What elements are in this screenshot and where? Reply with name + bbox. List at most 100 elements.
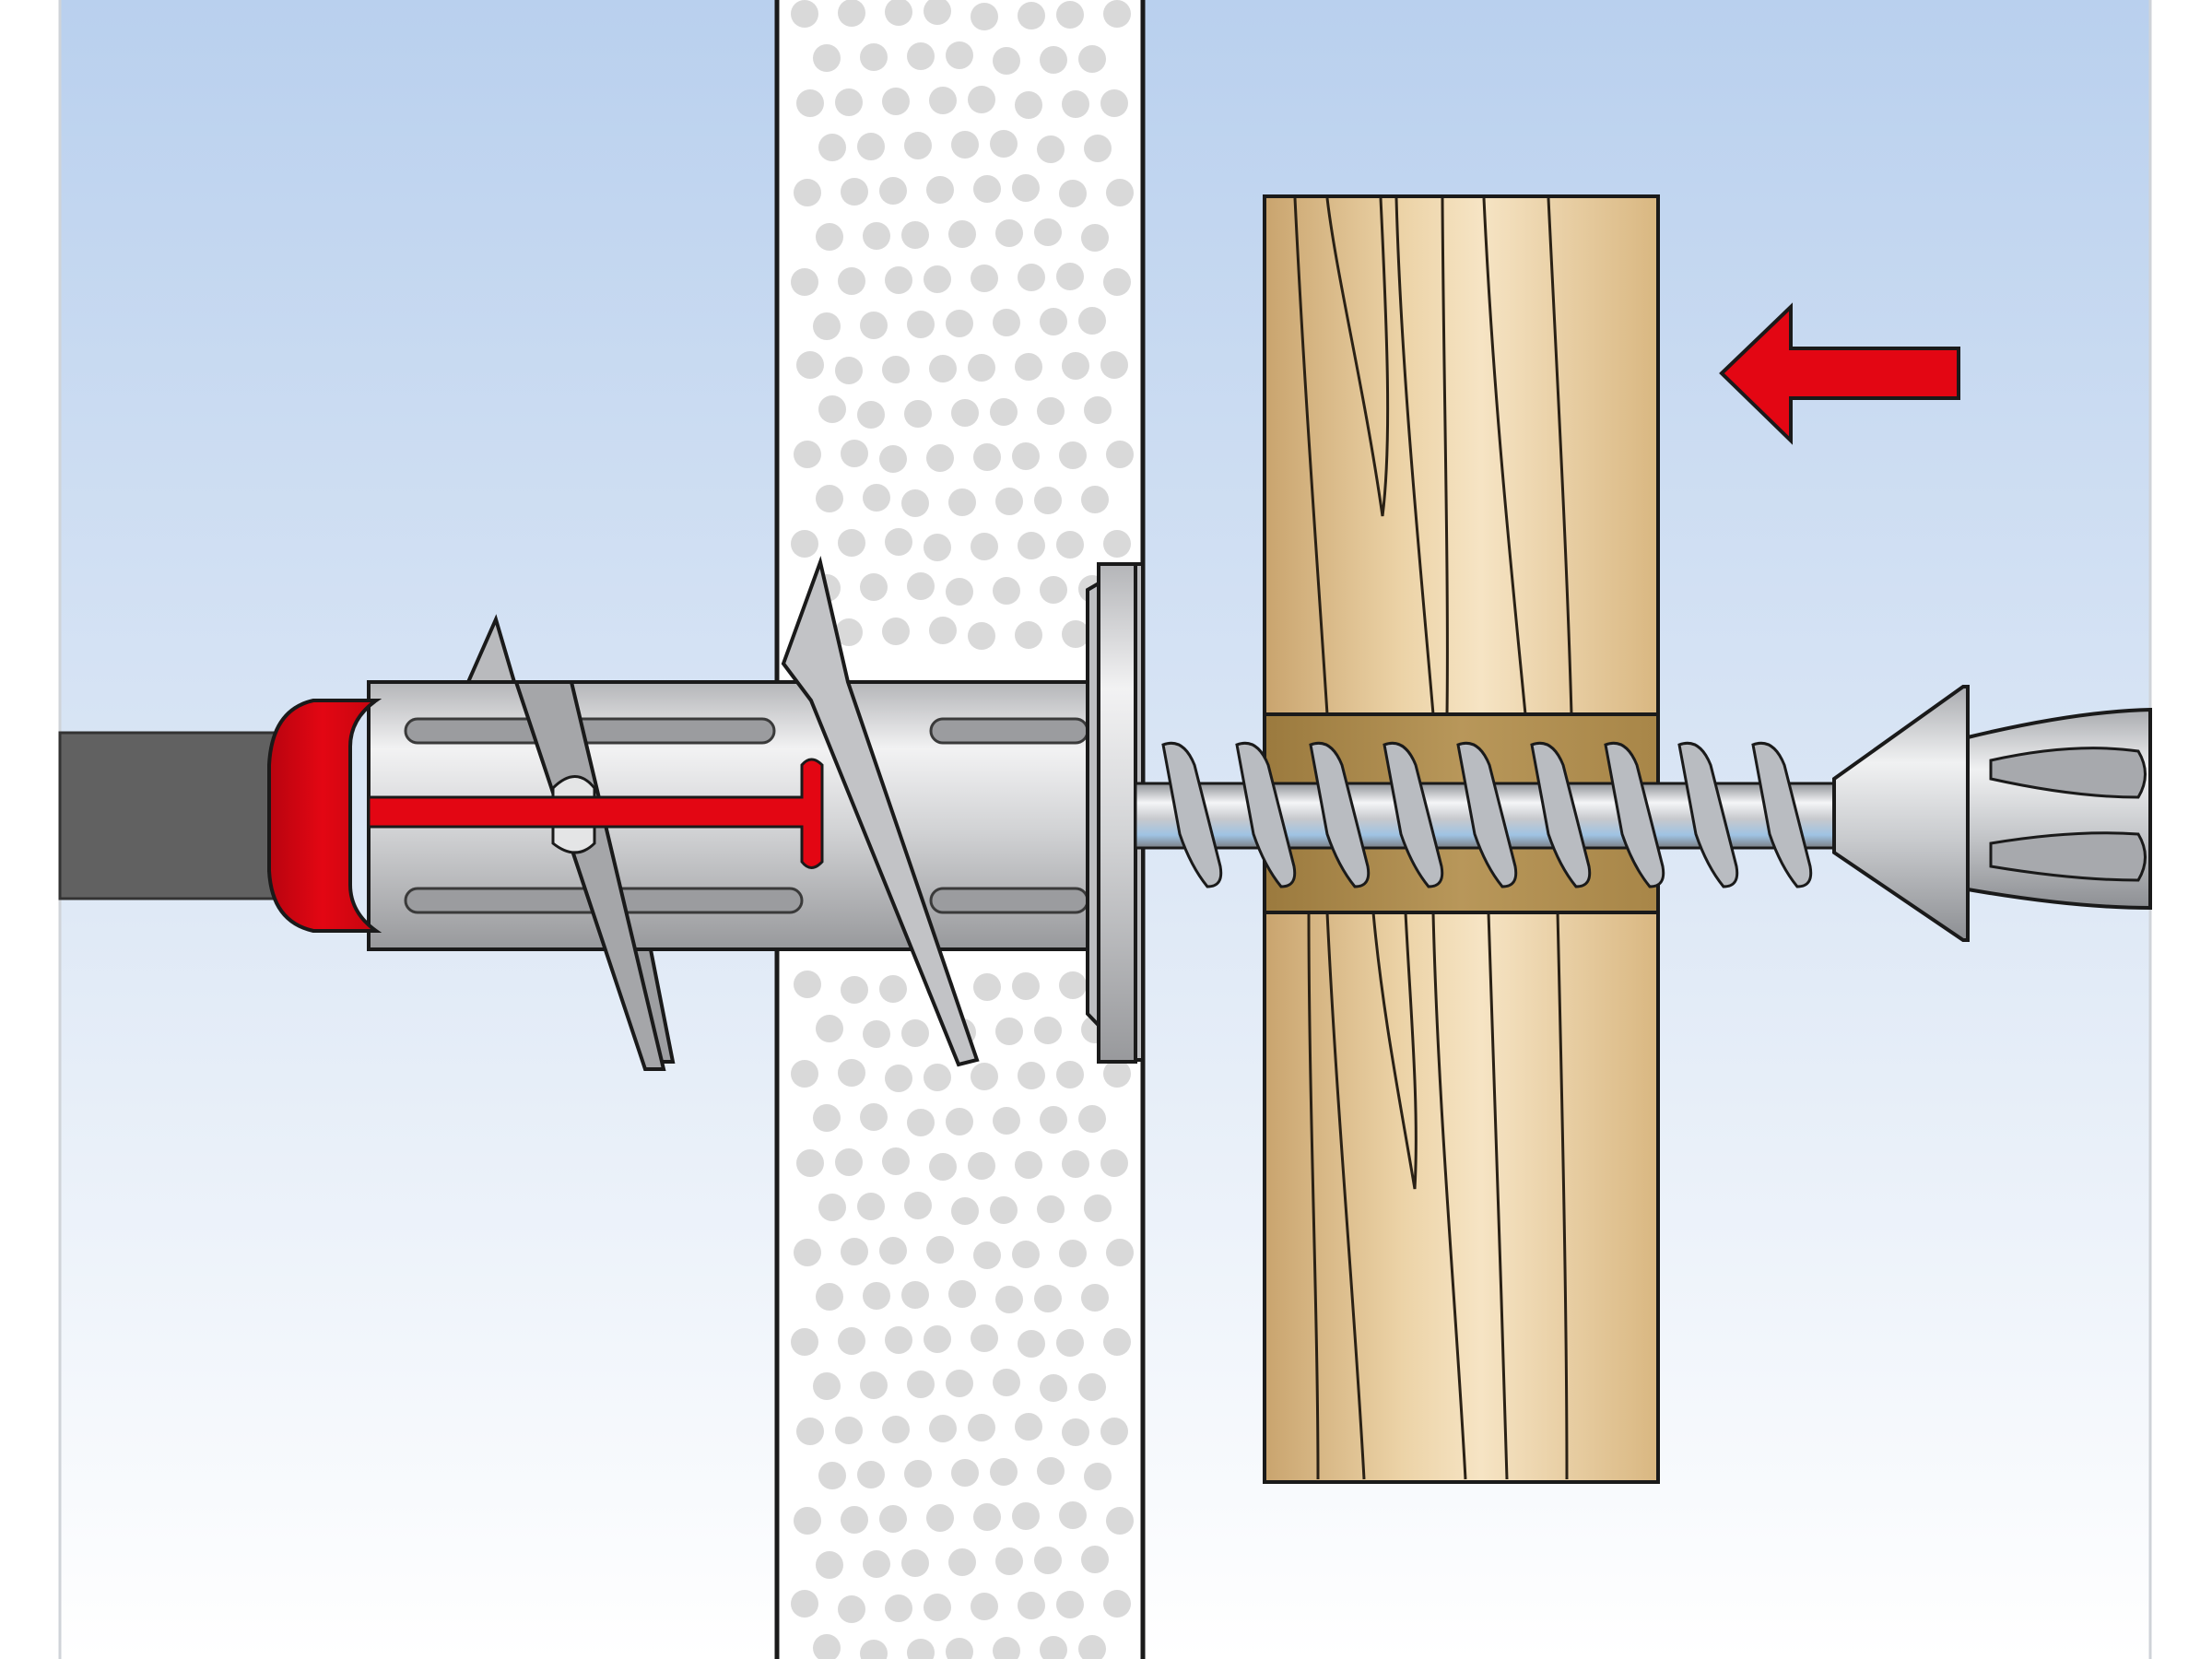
drywall-dot [1103, 1060, 1131, 1088]
drywall-dot [1059, 1240, 1087, 1267]
drywall-dot [929, 87, 957, 114]
drywall-dot [818, 134, 846, 161]
drywall-dot [973, 175, 1001, 203]
drywall-dot [838, 1059, 865, 1087]
drywall-dot [813, 312, 841, 340]
drywall-dot [857, 1193, 885, 1220]
drywall-dot [929, 355, 957, 382]
drywall-dot [946, 1370, 973, 1397]
drywall-dot [818, 395, 846, 423]
drywall-dot [948, 1548, 976, 1576]
drywall-dot [835, 1148, 863, 1176]
screw-thread [1382, 741, 1444, 888]
drywall-dot [816, 485, 843, 512]
drywall-dot [813, 1372, 841, 1400]
screw-thread [1161, 741, 1223, 888]
drywall-dot [1078, 307, 1106, 335]
drywall-dot [1015, 1151, 1042, 1179]
drywall-dot [1059, 441, 1087, 469]
drywall-dot [973, 1241, 1001, 1269]
drywall-dot [885, 266, 912, 294]
drywall-dot [1106, 179, 1134, 206]
drywall-dot [1081, 1284, 1109, 1312]
drywall-dot [971, 1324, 998, 1352]
screw-thread [1677, 741, 1739, 888]
drywall-dot [1012, 1241, 1040, 1268]
drywall-dot [973, 443, 1001, 471]
drywall-dot [968, 1152, 995, 1180]
drywall-dot [1100, 351, 1128, 379]
drywall-dot [1056, 1329, 1084, 1357]
screw-head [1832, 685, 1970, 942]
drywall-dot [813, 1634, 841, 1659]
drywall-dot [995, 488, 1023, 515]
drywall-dot [1059, 971, 1087, 999]
drywall-dot [993, 1369, 1020, 1396]
drywall-dot [863, 1282, 890, 1310]
drywall-dot [838, 267, 865, 295]
drywall-dot [841, 1506, 868, 1534]
drywall-dot [885, 0, 912, 26]
drywall-dot [993, 309, 1020, 336]
drywall-dot [791, 530, 818, 558]
drywall-dot [794, 1507, 821, 1535]
drywall-dot [1018, 1330, 1045, 1358]
drywall-dot [1056, 531, 1084, 559]
drywall-dot [968, 622, 995, 650]
drywall-dot [794, 1239, 821, 1266]
drywall-dot [791, 1060, 818, 1088]
drywall-dot [1040, 576, 1067, 604]
drywall-dot [973, 1503, 1001, 1531]
drywall-dot [1018, 1592, 1045, 1619]
drywall-dot [1084, 1194, 1112, 1222]
drywall-dot [926, 1504, 954, 1532]
drywall-dot [1106, 1239, 1134, 1266]
drywall-dot [1103, 1328, 1131, 1356]
drywall-dot [1015, 91, 1042, 119]
drywall-dot [1062, 1150, 1089, 1178]
drywall-dot [1078, 1105, 1106, 1133]
drywall-dot [1084, 396, 1112, 424]
drywall-dot [901, 1281, 929, 1309]
drywall-texture-dots [791, 0, 1134, 1659]
drywall-dot [926, 176, 954, 204]
drywall-dot [926, 444, 954, 472]
drywall-dot [816, 1283, 843, 1311]
drywall-dot [995, 1547, 1023, 1575]
drywall-dot [813, 44, 841, 72]
drywall-dot [791, 0, 818, 28]
drywall-dot [1012, 174, 1040, 202]
drywall-dot [926, 1236, 954, 1264]
drywall-dot [863, 1550, 890, 1578]
setting-tool-rod [58, 731, 283, 900]
drywall-dot [929, 1153, 957, 1181]
drywall-dot [1078, 1373, 1106, 1401]
drywall-dot [794, 971, 821, 998]
drywall-dot [904, 132, 932, 159]
drywall-dot [1034, 218, 1062, 246]
drywall-dot [1100, 1149, 1128, 1177]
drywall-dot [1056, 1, 1084, 29]
drywall-dot [1084, 1463, 1112, 1490]
drywall-dot [946, 41, 973, 69]
drywall-dot [924, 265, 951, 293]
drywall-dot [1018, 532, 1045, 559]
drywall-dot [1018, 1062, 1045, 1089]
drywall-dot [946, 578, 973, 606]
drywall-dot [901, 221, 929, 249]
drywall-dot [907, 1371, 935, 1398]
drywall-dot [993, 1107, 1020, 1135]
drywall-dot [904, 1460, 932, 1488]
drywall-dot [1106, 1507, 1134, 1535]
drywall-dot [1081, 1546, 1109, 1573]
drywall-dot [951, 399, 979, 427]
drywall-dot [841, 1238, 868, 1265]
wood-grain-lines [1293, 197, 1573, 1480]
drywall-dot [1059, 1501, 1087, 1529]
drywall-dot [879, 445, 907, 473]
drywall-dot [863, 222, 890, 250]
drywall-dot [901, 1019, 929, 1047]
drywall-dot [841, 976, 868, 1004]
drywall-dot [860, 1103, 888, 1131]
drywall-dot [924, 1064, 951, 1091]
